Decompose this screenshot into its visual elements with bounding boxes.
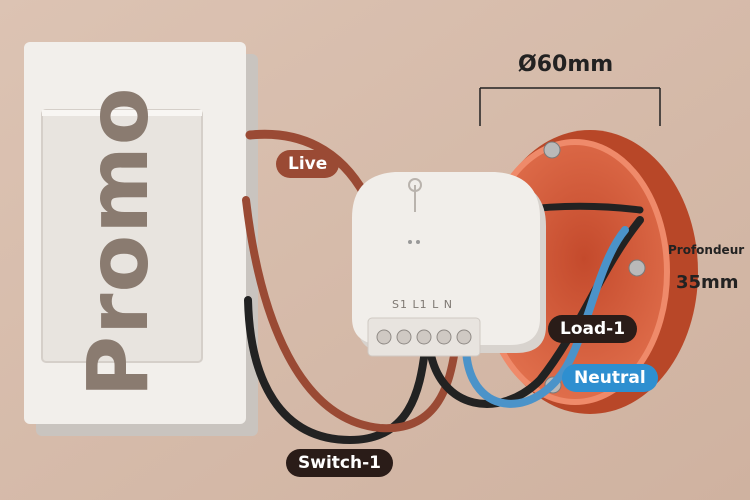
live-wire-label: Live xyxy=(276,150,340,178)
module-terminal-labels: S1 L1 L N xyxy=(392,298,453,311)
load-wire-label: Load-1 xyxy=(548,315,638,343)
live-wire xyxy=(245,129,370,200)
depth-label: Profondeur xyxy=(668,243,745,257)
module-body xyxy=(352,172,540,345)
screw-icon xyxy=(543,141,561,159)
neutral-wire-label: Neutral xyxy=(562,364,658,392)
switch-wire-label: Switch-1 xyxy=(286,449,393,477)
switch-wire xyxy=(244,296,429,445)
smart-module xyxy=(352,172,546,357)
neutral-wire xyxy=(462,226,629,408)
diameter-bracket xyxy=(479,87,661,126)
switch-brown-wire xyxy=(242,196,459,433)
wires xyxy=(242,129,644,445)
terminal-block xyxy=(367,317,481,357)
light-switch xyxy=(24,42,258,436)
diameter-label: Ø60mm xyxy=(518,52,614,77)
depth-value: 35mm xyxy=(676,272,739,293)
promo-text: Promo xyxy=(69,86,167,398)
screw-icon xyxy=(628,259,646,277)
led-icon xyxy=(408,178,422,192)
